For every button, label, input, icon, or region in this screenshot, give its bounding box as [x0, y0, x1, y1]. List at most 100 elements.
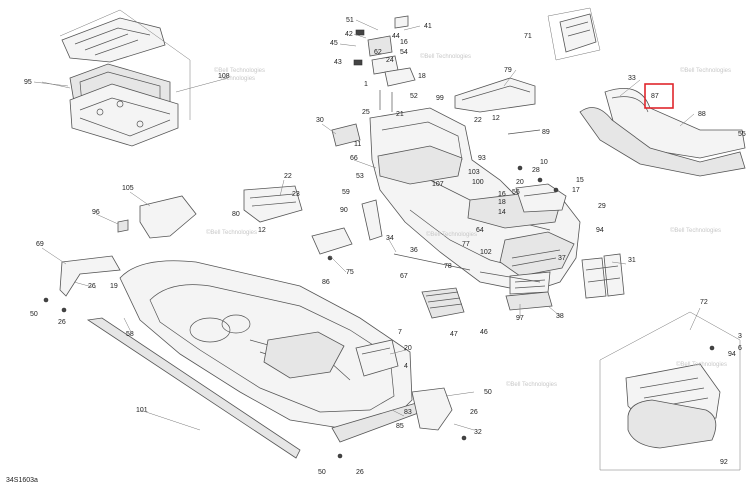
callout: 78 — [444, 263, 452, 270]
callout: 45 — [330, 40, 338, 47]
side-panel-105 — [139, 195, 197, 239]
callout: 79 — [504, 67, 512, 74]
callout: 59 — [342, 189, 350, 196]
callout-labels: 51 41 42 45 44 16 62 54 43 24 18 1 52 21… — [24, 17, 746, 476]
storage-tray — [69, 83, 179, 147]
callout: 32 — [474, 429, 482, 436]
highlight-box — [644, 83, 674, 109]
callout: 22 — [284, 173, 292, 180]
callout: 22 — [474, 117, 482, 124]
callout: 12 — [492, 115, 500, 122]
callout: 28 — [532, 167, 540, 174]
callout: 89 — [542, 129, 550, 136]
svg-text:©Bell Technologies: ©Bell Technologies — [426, 231, 477, 238]
callout: 108 — [218, 73, 230, 80]
callout: 56 — [512, 189, 520, 196]
callout: 3 — [738, 333, 742, 340]
callout: 11 — [354, 141, 361, 148]
svg-text:©Bell Technologies: ©Bell Technologies — [206, 229, 257, 236]
callout: 20 — [404, 345, 412, 352]
callout: 69 — [36, 241, 44, 248]
callout: 55 — [738, 131, 746, 138]
callout: 1 — [364, 81, 368, 88]
svg-text:©Bell Technologies: ©Bell Technologies — [680, 67, 731, 74]
watermarks: ©Bell Technologies Technologies ©Bell Te… — [206, 53, 731, 388]
callout: 50 — [30, 311, 38, 318]
callout: 100 — [472, 179, 484, 186]
deck-top — [369, 107, 581, 295]
callout: 64 — [476, 227, 484, 234]
callout: 96 — [92, 209, 100, 216]
callout: 99 — [436, 95, 444, 102]
rub-rail-left — [86, 317, 301, 459]
callout: 26 — [356, 469, 364, 476]
callout: 16 — [498, 191, 506, 198]
callout: 10 — [540, 159, 548, 166]
panel-75 — [311, 227, 353, 255]
callout: 36 — [410, 247, 418, 254]
callout: 85 — [396, 423, 404, 430]
callout: 16 — [400, 39, 408, 46]
callout: 25 — [362, 109, 370, 116]
callout: 83 — [404, 409, 412, 416]
callout: 29 — [598, 203, 606, 210]
callout: 41 — [424, 23, 432, 30]
boarding-ladder — [581, 253, 625, 299]
callout: 58 — [126, 331, 134, 338]
svg-text:©Bell Technologies: ©Bell Technologies — [214, 67, 265, 74]
rear-bumper — [331, 387, 453, 443]
reboarding-step-38 — [505, 291, 553, 311]
callout: 4 — [404, 363, 408, 370]
side-vent — [515, 183, 567, 213]
clip-96 — [117, 219, 129, 233]
callout: 14 — [498, 209, 506, 216]
callout: 52 — [410, 93, 418, 100]
svg-text:©Bell Technologies: ©Bell Technologies — [670, 227, 721, 234]
callout: 86 — [322, 279, 330, 286]
rear-storage — [599, 311, 741, 471]
callout: 26 — [58, 319, 66, 326]
callout: 19 — [110, 283, 118, 290]
hardware — [43, 129, 715, 459]
callout: 94 — [596, 227, 604, 234]
callout: 37 — [558, 255, 566, 262]
callout: 94 — [728, 351, 736, 358]
callout: 51 — [346, 17, 354, 24]
callout: 17 — [572, 187, 580, 194]
callout: 20 — [516, 179, 524, 186]
side-panel-80 — [243, 185, 303, 223]
callout-87-highlighted: 87 — [651, 93, 659, 100]
callout: 18 — [418, 73, 426, 80]
callout: 67 — [400, 273, 408, 280]
callout: 75 — [346, 269, 354, 276]
callout: 90 — [340, 207, 348, 214]
callout: 26 — [470, 409, 478, 416]
callout: 23 — [292, 191, 300, 198]
callout: 50 — [318, 469, 326, 476]
callout: 62 — [374, 49, 382, 56]
callout: 18 — [498, 199, 506, 206]
cover-30 — [331, 123, 361, 147]
svg-text:Technologies: Technologies — [220, 76, 255, 82]
callout: 71 — [524, 33, 532, 40]
callout: 77 — [462, 241, 470, 248]
callout: 24 — [386, 57, 394, 64]
seat-assembly — [579, 88, 746, 177]
callout: 34 — [386, 235, 394, 242]
callout: 15 — [576, 177, 584, 184]
callout: 21 — [396, 111, 404, 118]
callout: 43 — [334, 59, 342, 66]
callout: 66 — [350, 155, 358, 162]
callout: 107 — [432, 181, 444, 188]
callout: 103 — [468, 169, 480, 176]
callout: 33 — [628, 75, 636, 82]
callout: 6 — [738, 345, 742, 352]
callout: 26 — [88, 283, 96, 290]
upper-console — [353, 15, 536, 113]
callout: 88 — [698, 111, 706, 118]
callout: 38 — [556, 313, 564, 320]
callout: 53 — [356, 173, 364, 180]
callout: 47 — [450, 331, 458, 338]
callout: 72 — [700, 299, 708, 306]
